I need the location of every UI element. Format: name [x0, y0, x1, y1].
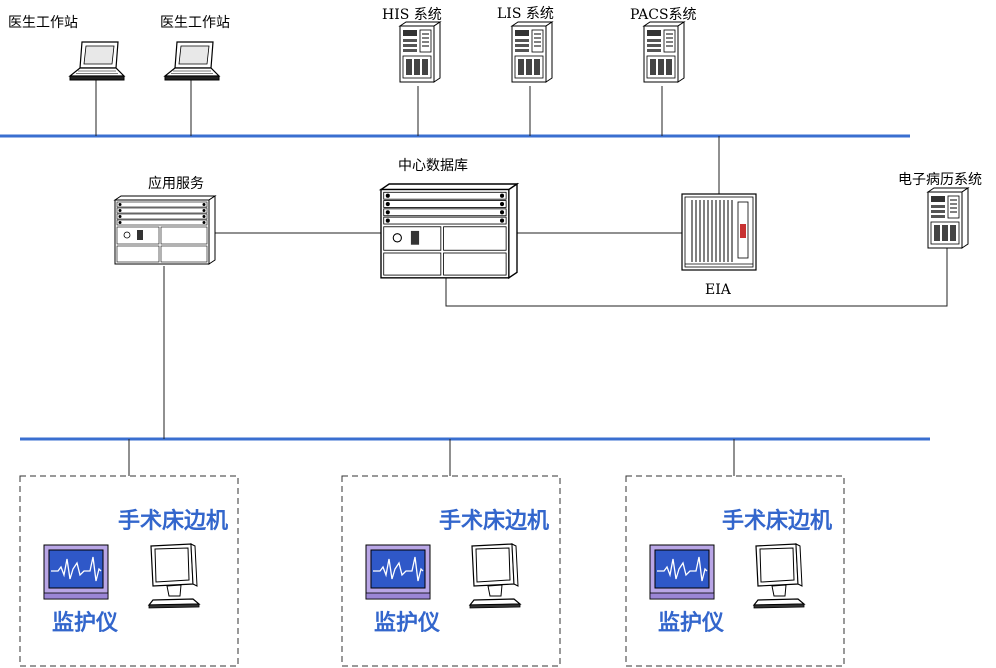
patient-monitor-icon: [365, 544, 431, 600]
patient-monitor-icon: [649, 544, 715, 600]
server-tower-icon: [643, 21, 685, 83]
laptop-icon: [164, 41, 220, 81]
group-boundary: [341, 475, 561, 667]
emr-system-label: 电子病历系统: [898, 172, 982, 188]
lis-system-label: LIS 系统: [497, 6, 554, 22]
eia-label: EIA: [705, 282, 732, 298]
rack-server-icon: [380, 183, 518, 279]
network-cabinet-icon: [681, 193, 757, 271]
group-boundary: [19, 475, 239, 667]
bedside-machine-label: 手术床边机: [118, 508, 228, 534]
server-tower-icon: [399, 21, 441, 83]
or-group-1: 手术床边机 监护仪: [19, 475, 239, 667]
server-tower-icon: [511, 21, 553, 83]
pacs-system: PACS系统: [630, 7, 697, 83]
doctor-workstation-2-label: 医生工作站: [160, 15, 230, 31]
monitor-label: 监护仪: [658, 610, 725, 636]
his-system-label: HIS 系统: [382, 7, 442, 23]
or-group-2: 手术床边机 监护仪: [341, 475, 561, 667]
application-service: 应用服务: [114, 175, 216, 265]
laptop-icon: [69, 41, 125, 81]
doctor-workstation-2: 医生工作站: [160, 15, 230, 81]
application-service-label: 应用服务: [148, 175, 204, 192]
central-database-label: 中心数据库: [398, 158, 468, 174]
eia: EIA: [681, 193, 757, 298]
computer-monitor-icon: [753, 543, 805, 609]
central-database: 中心数据库: [380, 158, 518, 279]
doctor-workstation-1: 医生工作站: [8, 15, 125, 81]
bedside-machine-label: 手术床边机: [722, 508, 832, 534]
server-tower-icon: [927, 187, 969, 249]
rack-server-icon: [114, 195, 216, 265]
computer-monitor-icon: [148, 543, 200, 609]
pacs-system-label: PACS系统: [630, 7, 697, 23]
patient-monitor-icon: [43, 544, 109, 600]
his-system: HIS 系统: [382, 7, 442, 83]
connection-wires: [95, 80, 948, 476]
emr-system: 电子病历系统: [898, 172, 982, 249]
monitor-label: 监护仪: [52, 610, 119, 636]
monitor-label: 监护仪: [374, 610, 441, 636]
or-group-3: 手术床边机 监护仪: [625, 475, 845, 667]
doctor-workstation-1-label: 医生工作站: [8, 15, 78, 31]
computer-monitor-icon: [469, 543, 521, 609]
bedside-machine-label: 手术床边机: [439, 508, 549, 534]
lis-system: LIS 系统: [497, 6, 554, 83]
group-boundary: [625, 475, 845, 667]
